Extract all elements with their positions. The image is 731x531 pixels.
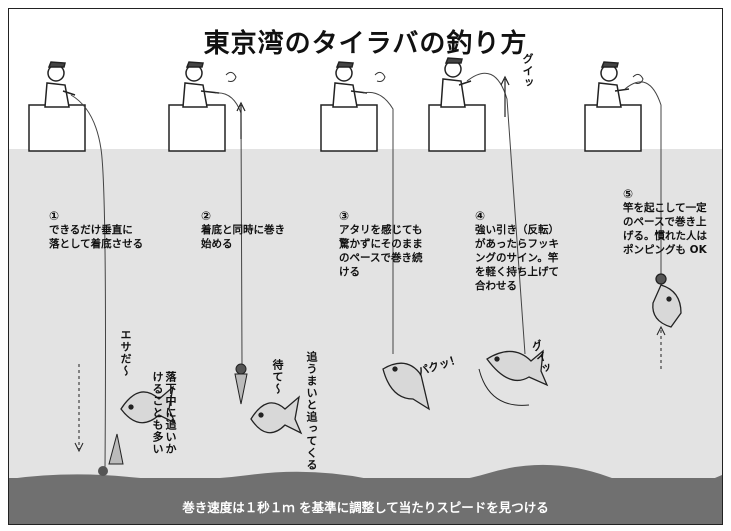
angler-body-3	[332, 82, 358, 108]
fish-1	[120, 385, 177, 425]
angler-body-2	[182, 82, 208, 108]
illustration-art	[9, 57, 722, 524]
step-5-number: ⑤	[623, 187, 634, 201]
sea-floor-edge	[9, 464, 722, 524]
step-3: ③ アタリを感じても 驚かずにそのまま のペースで巻き続 ける	[339, 209, 423, 279]
angler-body-1	[44, 82, 70, 108]
angler-1	[28, 61, 86, 152]
angler-4	[428, 57, 486, 152]
illustration-frame: 東京湾のタイラバの釣り方	[8, 8, 723, 525]
step-4: ④ 強い引き（反転） があったらフッキ ングのサイン。竿 を軽く持ち上げて 合わ…	[475, 209, 559, 293]
step-3-text: アタリを感じても 驚かずにそのまま のペースで巻き続 ける	[339, 224, 423, 278]
fishing-line-4	[466, 72, 526, 355]
step-1: ① できるだけ垂直に 落として着底させる	[49, 209, 143, 251]
fish-5	[652, 273, 682, 328]
boat-hull-2	[168, 104, 226, 152]
angler-cap-3	[335, 61, 354, 68]
step-2-text: 着底と同時に巻き 始める	[201, 224, 285, 250]
step-3-number: ③	[339, 209, 350, 223]
footer-caption: 巻き速度は１秒１ｍ を基準に調整して当たりスピードを見つける	[182, 500, 549, 515]
angler-body-4	[440, 78, 466, 108]
fishing-line-3	[362, 91, 394, 354]
angler-cap-2	[185, 61, 204, 68]
step-4-text: 強い引き（反転） があったらフッキ ングのサイン。竿 を軽く持ち上げて 合わせる	[475, 224, 559, 292]
reel-turn-icon-3	[374, 71, 386, 82]
angler-arm-4	[458, 80, 472, 86]
step-5: ⑤ 竿を起こして一定 のペースで巻き上 げる。慣れた人は ポンピングも OK	[623, 187, 707, 257]
tairaba-lure-1	[108, 433, 124, 465]
boat-hull-1	[28, 104, 86, 152]
reel-turn-icon-5	[632, 73, 644, 84]
angler-arm-1	[62, 90, 76, 96]
step-1-text: できるだけ垂直に 落として着底させる	[49, 224, 144, 250]
angler-2	[168, 61, 226, 152]
reel-turn-icon-2	[225, 71, 237, 82]
angler-cap-5	[600, 61, 619, 68]
angler-arm-5	[614, 88, 630, 92]
step-5-text: 竿を起こして一定 のペースで巻き上 げる。慣れた人は ポンピングも OK	[623, 202, 707, 256]
step-2-number: ②	[201, 209, 212, 223]
boat-hull-4	[428, 104, 486, 152]
angler-5	[584, 61, 642, 152]
angler-3	[320, 61, 378, 152]
fish-3	[382, 362, 430, 411]
boat-hull-5	[584, 104, 642, 152]
fishing-line-5	[624, 81, 662, 279]
annotation-esa: エサだ～	[119, 329, 132, 377]
step-1-number: ①	[49, 209, 60, 223]
annotation-matte: 待て～	[271, 359, 284, 395]
annotation-gui-top: グイッ	[521, 53, 534, 89]
angler-body-5	[596, 82, 622, 108]
step-4-number: ④	[475, 209, 486, 223]
annotation-chasing: 追うまいと追ってくる	[305, 351, 318, 471]
angler-cap-4	[444, 57, 463, 64]
fishing-line-1	[70, 94, 106, 470]
sea-water	[9, 149, 722, 524]
diagram-title: 東京湾のタイラバの釣り方	[203, 29, 528, 59]
annotation-falling: 落下中に追いかけることも多い	[151, 371, 177, 455]
sinker-1	[98, 466, 108, 476]
angler-cap-1	[47, 61, 66, 68]
step-2: ② 着底と同時に巻き 始める	[201, 209, 285, 251]
boat-hull-3	[320, 104, 378, 152]
tairaba-lure-2	[234, 363, 248, 405]
fish-2	[250, 395, 303, 435]
fish-4	[486, 349, 549, 387]
motion-lines-4	[478, 368, 530, 406]
